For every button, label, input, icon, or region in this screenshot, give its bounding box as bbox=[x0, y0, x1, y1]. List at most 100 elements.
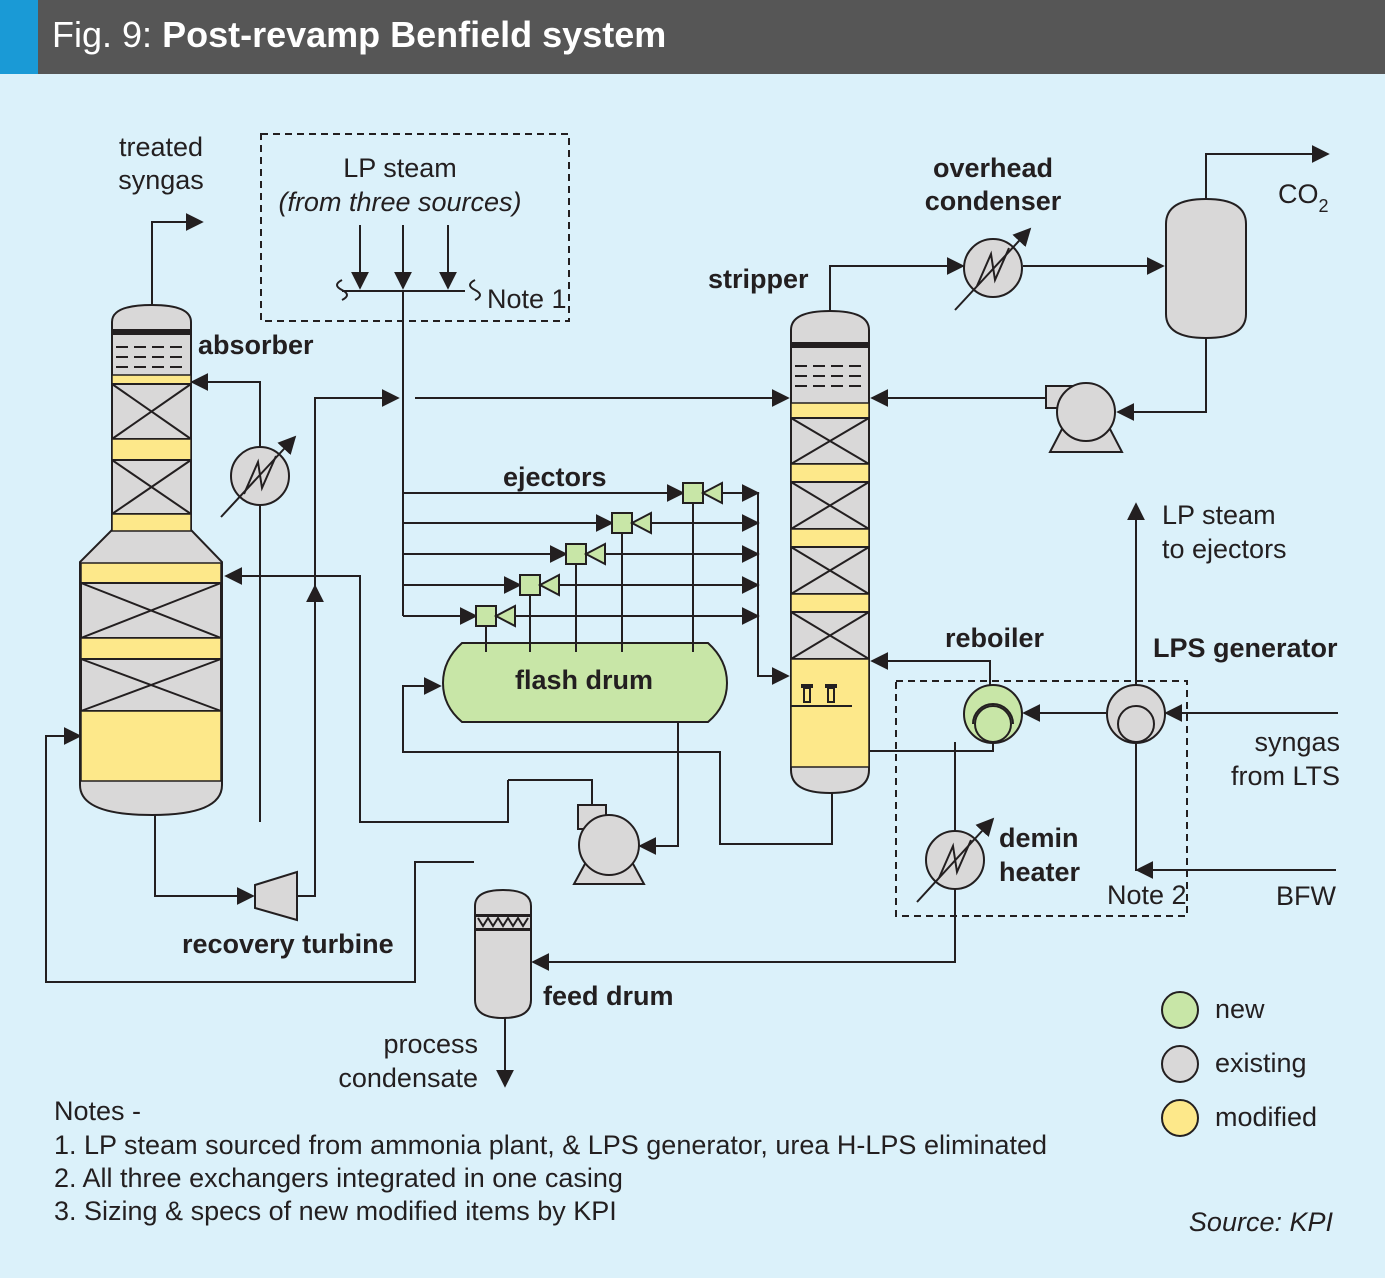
process-condensate-label-1: process bbox=[383, 1029, 478, 1059]
syngas-from-lts-label-1: syngas bbox=[1254, 727, 1340, 757]
figure-title: Fig. 9: Post-revamp Benfield system bbox=[52, 14, 666, 56]
absorber-bottom-feed bbox=[45, 727, 474, 983]
ejector-5 bbox=[475, 604, 516, 628]
legend-swatch-modified bbox=[1161, 1099, 1199, 1137]
ejector-collector bbox=[742, 492, 790, 685]
figure-name: Post-revamp Benfield system bbox=[162, 14, 667, 55]
lp-steam-to-ejectors-label-2: to ejectors bbox=[1162, 534, 1287, 564]
note-item-3: 3. Sizing & specs of new modified items … bbox=[54, 1196, 617, 1226]
treated-syngas-label-1: treated bbox=[119, 132, 203, 162]
reflux-drum bbox=[1165, 197, 1247, 340]
demin-heater-line bbox=[531, 742, 956, 971]
demin-heater-label-2: heater bbox=[999, 857, 1081, 887]
reboiler-exchanger bbox=[963, 684, 1023, 744]
reboiler-vapor-return bbox=[870, 652, 991, 686]
stripper-demister bbox=[792, 342, 868, 348]
header-accent bbox=[0, 0, 38, 74]
note-item-2: 2. All three exchangers integrated in on… bbox=[54, 1163, 623, 1193]
figure-header bbox=[0, 0, 1385, 74]
absorber-distributor-3 bbox=[111, 513, 192, 532]
source-label: Source: KPI bbox=[1189, 1207, 1334, 1237]
stripper-overhead bbox=[829, 257, 965, 311]
legend-label-existing: existing bbox=[1215, 1048, 1307, 1078]
lp-steam-to-ejectors-label-1: LP steam bbox=[1162, 500, 1276, 530]
feed-drum-label: feed drum bbox=[543, 981, 674, 1011]
integrated-casing-box bbox=[895, 680, 1188, 917]
treated-syngas-label-2: syngas bbox=[118, 165, 204, 195]
stripper-distributor-1 bbox=[790, 402, 870, 419]
ejectors-label: ejectors bbox=[503, 462, 607, 492]
flash-drum-vessel bbox=[441, 642, 729, 723]
semi-lean-pump bbox=[572, 804, 646, 885]
note-item-1: 1. LP steam sourced from ammonia plant, … bbox=[54, 1130, 1047, 1160]
absorber-distributor-5 bbox=[80, 637, 222, 660]
co2-main: CO bbox=[1278, 179, 1319, 209]
stripper-distributor-4 bbox=[790, 593, 870, 613]
flash-drum-label: flash drum bbox=[515, 665, 653, 695]
notes-heading: Notes - bbox=[54, 1096, 141, 1126]
lps-generator-label: LPS generator bbox=[1153, 633, 1338, 663]
stripper-label: stripper bbox=[708, 264, 809, 294]
recovery-turbine-label: recovery turbine bbox=[182, 929, 394, 959]
legend-label-modified: modified bbox=[1215, 1102, 1317, 1132]
pump-discharge bbox=[508, 779, 593, 805]
lps-generator-exchanger bbox=[1106, 684, 1166, 744]
absorber-distributor-4 bbox=[80, 562, 222, 584]
absorber-label: absorber bbox=[198, 330, 314, 360]
co2-subscript: 2 bbox=[1319, 196, 1329, 216]
ejector-3 bbox=[565, 542, 606, 566]
absorber-distributor-2 bbox=[111, 438, 192, 461]
co2-outlet bbox=[1205, 145, 1330, 199]
lp-steam-label: LP steam bbox=[343, 153, 457, 183]
overhead-condenser-exchanger bbox=[954, 227, 1032, 311]
notes: Notes - 1. LP steam sourced from ammonia… bbox=[54, 1096, 1047, 1226]
figure-number: Fig. 9: bbox=[52, 14, 153, 55]
reboiler-label: reboiler bbox=[945, 623, 1045, 653]
absorber-packing-1 bbox=[111, 383, 192, 440]
absorber-column bbox=[79, 303, 223, 817]
legend-swatch-existing bbox=[1161, 1045, 1199, 1083]
demin-heater-label-1: demin bbox=[999, 823, 1079, 853]
ejector-4 bbox=[519, 573, 560, 597]
absorber-packing-3 bbox=[80, 582, 222, 639]
flash-drum-to-pump bbox=[638, 722, 679, 855]
feed-drum-vessel bbox=[474, 888, 532, 1020]
stripper-packing-4 bbox=[790, 611, 870, 660]
stripper-to-flash-drum bbox=[402, 677, 833, 845]
absorber-packing-2 bbox=[111, 459, 192, 515]
stripper-chimney-tray bbox=[791, 684, 852, 707]
absorber-sump bbox=[80, 710, 222, 782]
demin-heater-exchanger bbox=[916, 817, 995, 903]
absorber-demister bbox=[113, 329, 190, 335]
stripper-packing-1 bbox=[790, 417, 870, 465]
absorber-distributor-1 bbox=[111, 374, 192, 385]
stripper-distributor-3 bbox=[790, 528, 870, 548]
overhead-condenser-label-1: overhead bbox=[933, 153, 1053, 183]
lp-steam-box bbox=[260, 133, 570, 322]
lean-solution-cooler bbox=[220, 435, 297, 518]
note2-label: Note 2 bbox=[1107, 880, 1187, 910]
process-condensate-label-2: condensate bbox=[338, 1063, 478, 1093]
bfw-label: BFW bbox=[1276, 881, 1337, 911]
treated-syngas-line bbox=[151, 213, 204, 305]
reflux-line bbox=[1116, 338, 1207, 421]
turbine-outlet bbox=[297, 389, 400, 897]
rich-to-turbine bbox=[154, 815, 255, 905]
stripper-distributor-2 bbox=[790, 463, 870, 483]
note1-label: Note 1 bbox=[487, 284, 567, 314]
ejector-2 bbox=[611, 511, 652, 535]
co2-label: CO2 bbox=[1278, 179, 1329, 216]
overhead-condenser-label-2: condenser bbox=[925, 186, 1062, 216]
recovery-turbine-machine bbox=[254, 870, 298, 922]
stripper-column bbox=[790, 309, 870, 795]
stripper-sump bbox=[790, 658, 870, 768]
flash-drum-nozzles bbox=[485, 643, 694, 652]
stripper-packing-2 bbox=[790, 481, 870, 530]
legend-label-new: new bbox=[1215, 994, 1265, 1024]
legend-swatch-new bbox=[1161, 991, 1199, 1029]
piping bbox=[45, 145, 1338, 1088]
break-symbol-left bbox=[336, 279, 348, 301]
lean-solution-line bbox=[190, 373, 261, 822]
